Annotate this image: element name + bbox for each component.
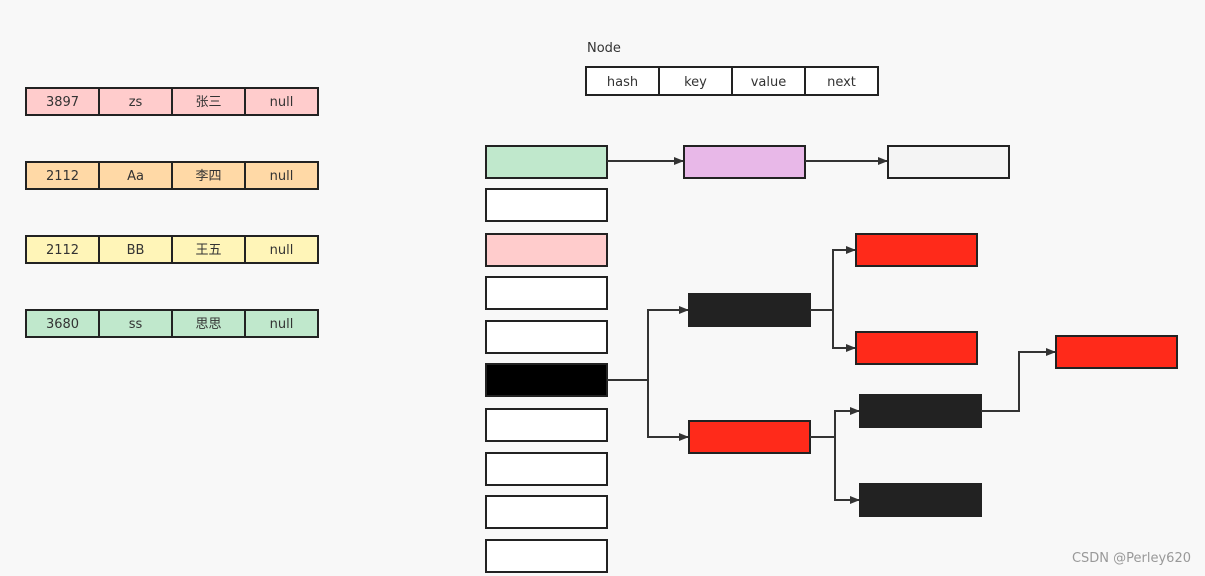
entry-cell — [171, 87, 246, 116]
tree-node-red — [855, 331, 978, 365]
entry-hash: 3897 — [46, 95, 79, 110]
watermark: CSDN @Perley620 — [1071, 551, 1191, 566]
entry-row-4: 3680 ss 思思 null — [25, 309, 319, 338]
entry-next: null — [270, 169, 294, 184]
bucket-1 — [485, 188, 608, 222]
entry-cell — [25, 87, 100, 116]
entry-cell — [98, 161, 173, 190]
tree-edge — [810, 407, 860, 438]
red-black-tree — [607, 233, 1178, 517]
tree-node-red — [688, 420, 811, 454]
node-structure: hash key value next — [585, 66, 879, 96]
tree-node-black — [688, 293, 811, 327]
bucket-2 — [485, 233, 608, 267]
entry-value: 李四 — [195, 169, 221, 184]
entry-key: zs — [129, 95, 143, 110]
entry-cell — [244, 309, 319, 338]
tree-node-red — [1055, 335, 1178, 369]
bucket-5 — [485, 363, 608, 397]
entry-key: ss — [129, 317, 143, 332]
entry-row-2: 2112 Aa 李四 null — [25, 161, 319, 190]
bucket-array — [485, 145, 608, 573]
entry-value: 王五 — [195, 243, 221, 258]
chain-node-purple — [683, 145, 806, 179]
tree-edge — [832, 310, 856, 352]
entry-hash: 2112 — [46, 169, 79, 184]
entry-cell — [244, 235, 319, 264]
node-field-value: value — [751, 75, 787, 90]
entry-hash: 3680 — [46, 317, 79, 332]
entry-row-1: 3897 zs 张三 null — [25, 87, 319, 116]
node-field-next: next — [827, 75, 856, 90]
entry-cell — [25, 235, 100, 264]
entry-cell — [25, 161, 100, 190]
entry-value: 张三 — [195, 95, 221, 110]
node-field-hash: hash — [607, 75, 638, 90]
entry-next: null — [270, 317, 294, 332]
tree-edge — [834, 437, 860, 504]
entry-value: 思思 — [195, 317, 221, 332]
entry-cell — [244, 161, 319, 190]
entry-cell — [244, 87, 319, 116]
tree-edge — [647, 380, 689, 441]
bucket-9 — [485, 539, 608, 573]
bucket-7 — [485, 452, 608, 486]
tree-edge — [607, 306, 689, 381]
bucket-3 — [485, 276, 608, 310]
node-field-key: key — [684, 75, 707, 90]
entry-next: null — [270, 243, 294, 258]
tree-edge — [981, 348, 1056, 412]
entry-cell — [171, 309, 246, 338]
bucket-6 — [485, 408, 608, 442]
entry-next: null — [270, 95, 294, 110]
bucket-8 — [485, 495, 608, 529]
entry-key: Aa — [127, 169, 144, 184]
entry-key: BB — [127, 243, 145, 258]
entry-cell — [25, 309, 100, 338]
entry-hash: 2112 — [46, 243, 79, 258]
tree-node-black — [859, 394, 982, 428]
linked-chain — [607, 145, 1010, 179]
chain-node-grey — [887, 145, 1010, 179]
bucket-4 — [485, 320, 608, 354]
tree-edge — [810, 246, 856, 311]
node-title: Node — [587, 41, 621, 56]
bucket-0 — [485, 145, 608, 179]
tree-node-red — [855, 233, 978, 267]
entry-row-3: 2112 BB 王五 null — [25, 235, 319, 264]
tree-node-black — [859, 483, 982, 517]
